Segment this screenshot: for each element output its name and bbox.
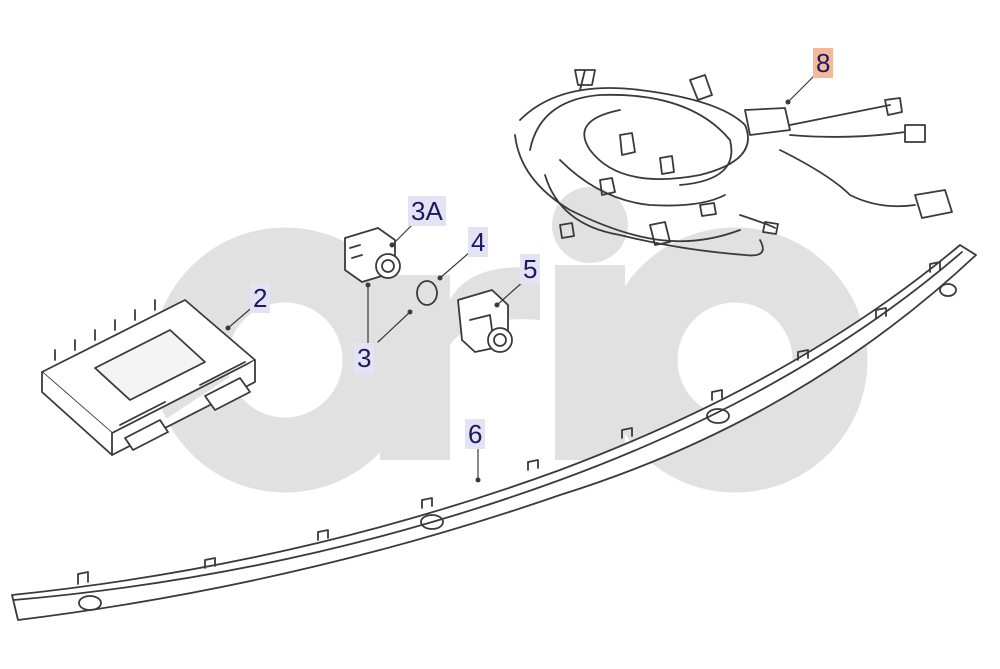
bumper-rail-part bbox=[11, 244, 977, 621]
callout-4[interactable]: 4 bbox=[468, 227, 489, 257]
watermark-logo bbox=[152, 187, 868, 493]
callout-3a[interactable]: 3A bbox=[408, 196, 446, 226]
sensor-holder-part bbox=[344, 227, 401, 283]
callout-2[interactable]: 2 bbox=[250, 283, 271, 313]
callout-5[interactable]: 5 bbox=[520, 254, 541, 284]
leader-dots bbox=[225, 99, 791, 483]
control-module-part bbox=[41, 299, 256, 456]
callout-6[interactable]: 6 bbox=[465, 419, 486, 449]
callout-8[interactable]: 8 bbox=[813, 48, 834, 78]
o-ring-part bbox=[416, 280, 438, 306]
wiring-harness-part bbox=[514, 69, 953, 257]
callout-3[interactable]: 3 bbox=[354, 343, 375, 373]
